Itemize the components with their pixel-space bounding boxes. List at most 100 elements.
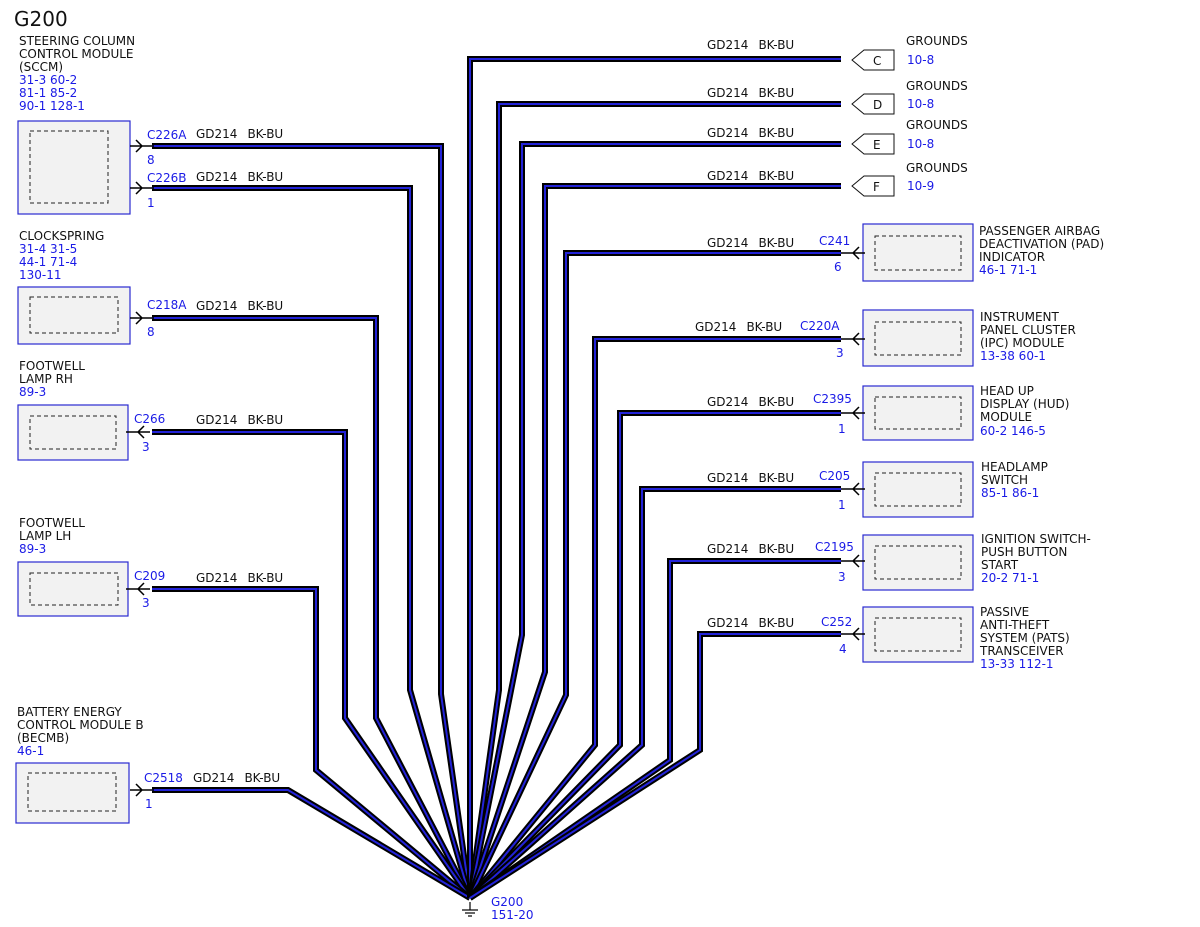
component-name: MODULE: [980, 410, 1032, 424]
component-name: FOOTWELL: [19, 516, 85, 530]
component-name: CONTROL MODULE B: [17, 718, 144, 732]
connector-terminal-icon: [841, 332, 865, 346]
connector-id: C252: [821, 615, 852, 629]
ground-ref: 10-9: [907, 179, 934, 193]
ground-ref: 10-8: [907, 137, 934, 151]
connector-pin: 8: [147, 153, 155, 167]
ground-label: GROUNDS: [906, 161, 968, 175]
connector-terminal-icon: [841, 482, 865, 496]
component-sccm: STEERING COLUMN CONTROL MODULE (SCCM) 31…: [17, 34, 135, 215]
connector-pin: 1: [145, 797, 153, 811]
component-name: IGNITION SWITCH-: [981, 532, 1091, 546]
component-ref: 89-3: [19, 385, 46, 399]
ground-label: GROUNDS: [906, 79, 968, 93]
ground-name: G200: [491, 895, 523, 909]
connector-pin: 3: [838, 570, 846, 584]
connector-pin: 3: [142, 596, 150, 610]
connector-terminal-icon: [841, 554, 865, 568]
connector-id: C266: [134, 412, 165, 426]
component-name: HEAD UP: [980, 384, 1034, 398]
component-name: SWITCH: [981, 473, 1028, 487]
component-name: (SCCM): [19, 60, 63, 74]
component-ref: 85-1 86-1: [981, 486, 1039, 500]
wire-16-color: [469, 633, 841, 899]
component-name: PUSH BUTTON: [981, 545, 1067, 559]
connector-terminals: [126, 139, 865, 797]
connector-terminal-icon: [130, 181, 154, 195]
component-name: ANTI-THEFT: [980, 618, 1050, 632]
component-footwell-lamp-lh: FOOTWELL LAMP LH 89-3: [17, 516, 129, 617]
wire-3: [152, 315, 473, 900]
component-ref: 20-2 71-1: [981, 571, 1039, 585]
ground-ref: 10-8: [907, 97, 934, 111]
wire-9-color: [469, 143, 841, 899]
wire-1: [152, 143, 473, 899]
page-title: G200: [14, 7, 68, 31]
component-name: (IPC) MODULE: [980, 336, 1064, 350]
component-becmb: BATTERY ENERGY CONTROL MODULE B (BECMB) …: [15, 705, 144, 824]
wire-8-color: [469, 103, 841, 899]
component-ref: 90-1 128-1: [19, 99, 85, 113]
ground-letter: E: [873, 138, 881, 152]
connector-pin: 8: [147, 325, 155, 339]
component-ipc-module: INSTRUMENT PANEL CLUSTER (IPC) MODULE 13…: [800, 309, 1076, 367]
ground-letter: D: [873, 98, 882, 112]
component-ref: 89-3: [19, 542, 46, 556]
ground-ref: 151-20: [491, 908, 534, 922]
connector-id: C226B: [147, 171, 187, 185]
component-ref: 44-1 71-4: [19, 255, 77, 269]
connector-id: C2395: [813, 392, 852, 406]
component-name: INDICATOR: [979, 250, 1045, 264]
component-name: START: [981, 558, 1019, 572]
connector-pin: 3: [836, 346, 844, 360]
component-ref: 13-38 60-1: [980, 349, 1046, 363]
wire-13-color: [469, 412, 841, 899]
component-ignition-switch: IGNITION SWITCH- PUSH BUTTON START 20-2 …: [815, 532, 1091, 591]
connector-terminal-icon: [130, 139, 154, 153]
connector-id: C2195: [815, 540, 854, 554]
connector-id: C218A: [147, 298, 187, 312]
connector-terminal-icon: [841, 246, 865, 260]
component-name: INSTRUMENT: [980, 310, 1059, 324]
wire-4-color: [152, 431, 471, 899]
ground-label: GROUNDS: [906, 34, 968, 48]
connector-terminal-icon: [841, 627, 865, 641]
component-ref: 13-33 112-1: [980, 657, 1054, 671]
component-name: DISPLAY (HUD): [980, 397, 1069, 411]
connector-terminal-icon: [130, 311, 154, 325]
component-footwell-lamp-rh: FOOTWELL LAMP RH 89-3: [17, 359, 129, 461]
component-name: LAMP LH: [19, 529, 71, 543]
component-pad-indicator: PASSENGER AIRBAG DEACTIVATION (PAD) INDI…: [819, 223, 1104, 282]
wire-6-color: [152, 789, 471, 899]
wire-2-color: [152, 187, 471, 899]
component-hud-module: HEAD UP DISPLAY (HUD) MODULE 60-2 146-5 …: [813, 384, 1069, 441]
connector-terminal-icon: [126, 582, 150, 596]
component-name: PASSIVE: [980, 605, 1029, 619]
component-name: LAMP RH: [19, 372, 73, 386]
ground-label: GROUNDS: [906, 118, 968, 132]
component-name: CONTROL MODULE: [19, 47, 134, 61]
component-name: TRANSCEIVER: [979, 644, 1064, 658]
ground-letter: F: [873, 180, 880, 194]
connector-pin: 3: [142, 440, 150, 454]
wire-14-color: [469, 488, 841, 899]
wire-1-color: [152, 145, 471, 899]
component-name: CLOCKSPRING: [19, 229, 104, 243]
connector-terminal-icon: [130, 783, 154, 797]
component-ref: 46-1 71-1: [979, 263, 1037, 277]
